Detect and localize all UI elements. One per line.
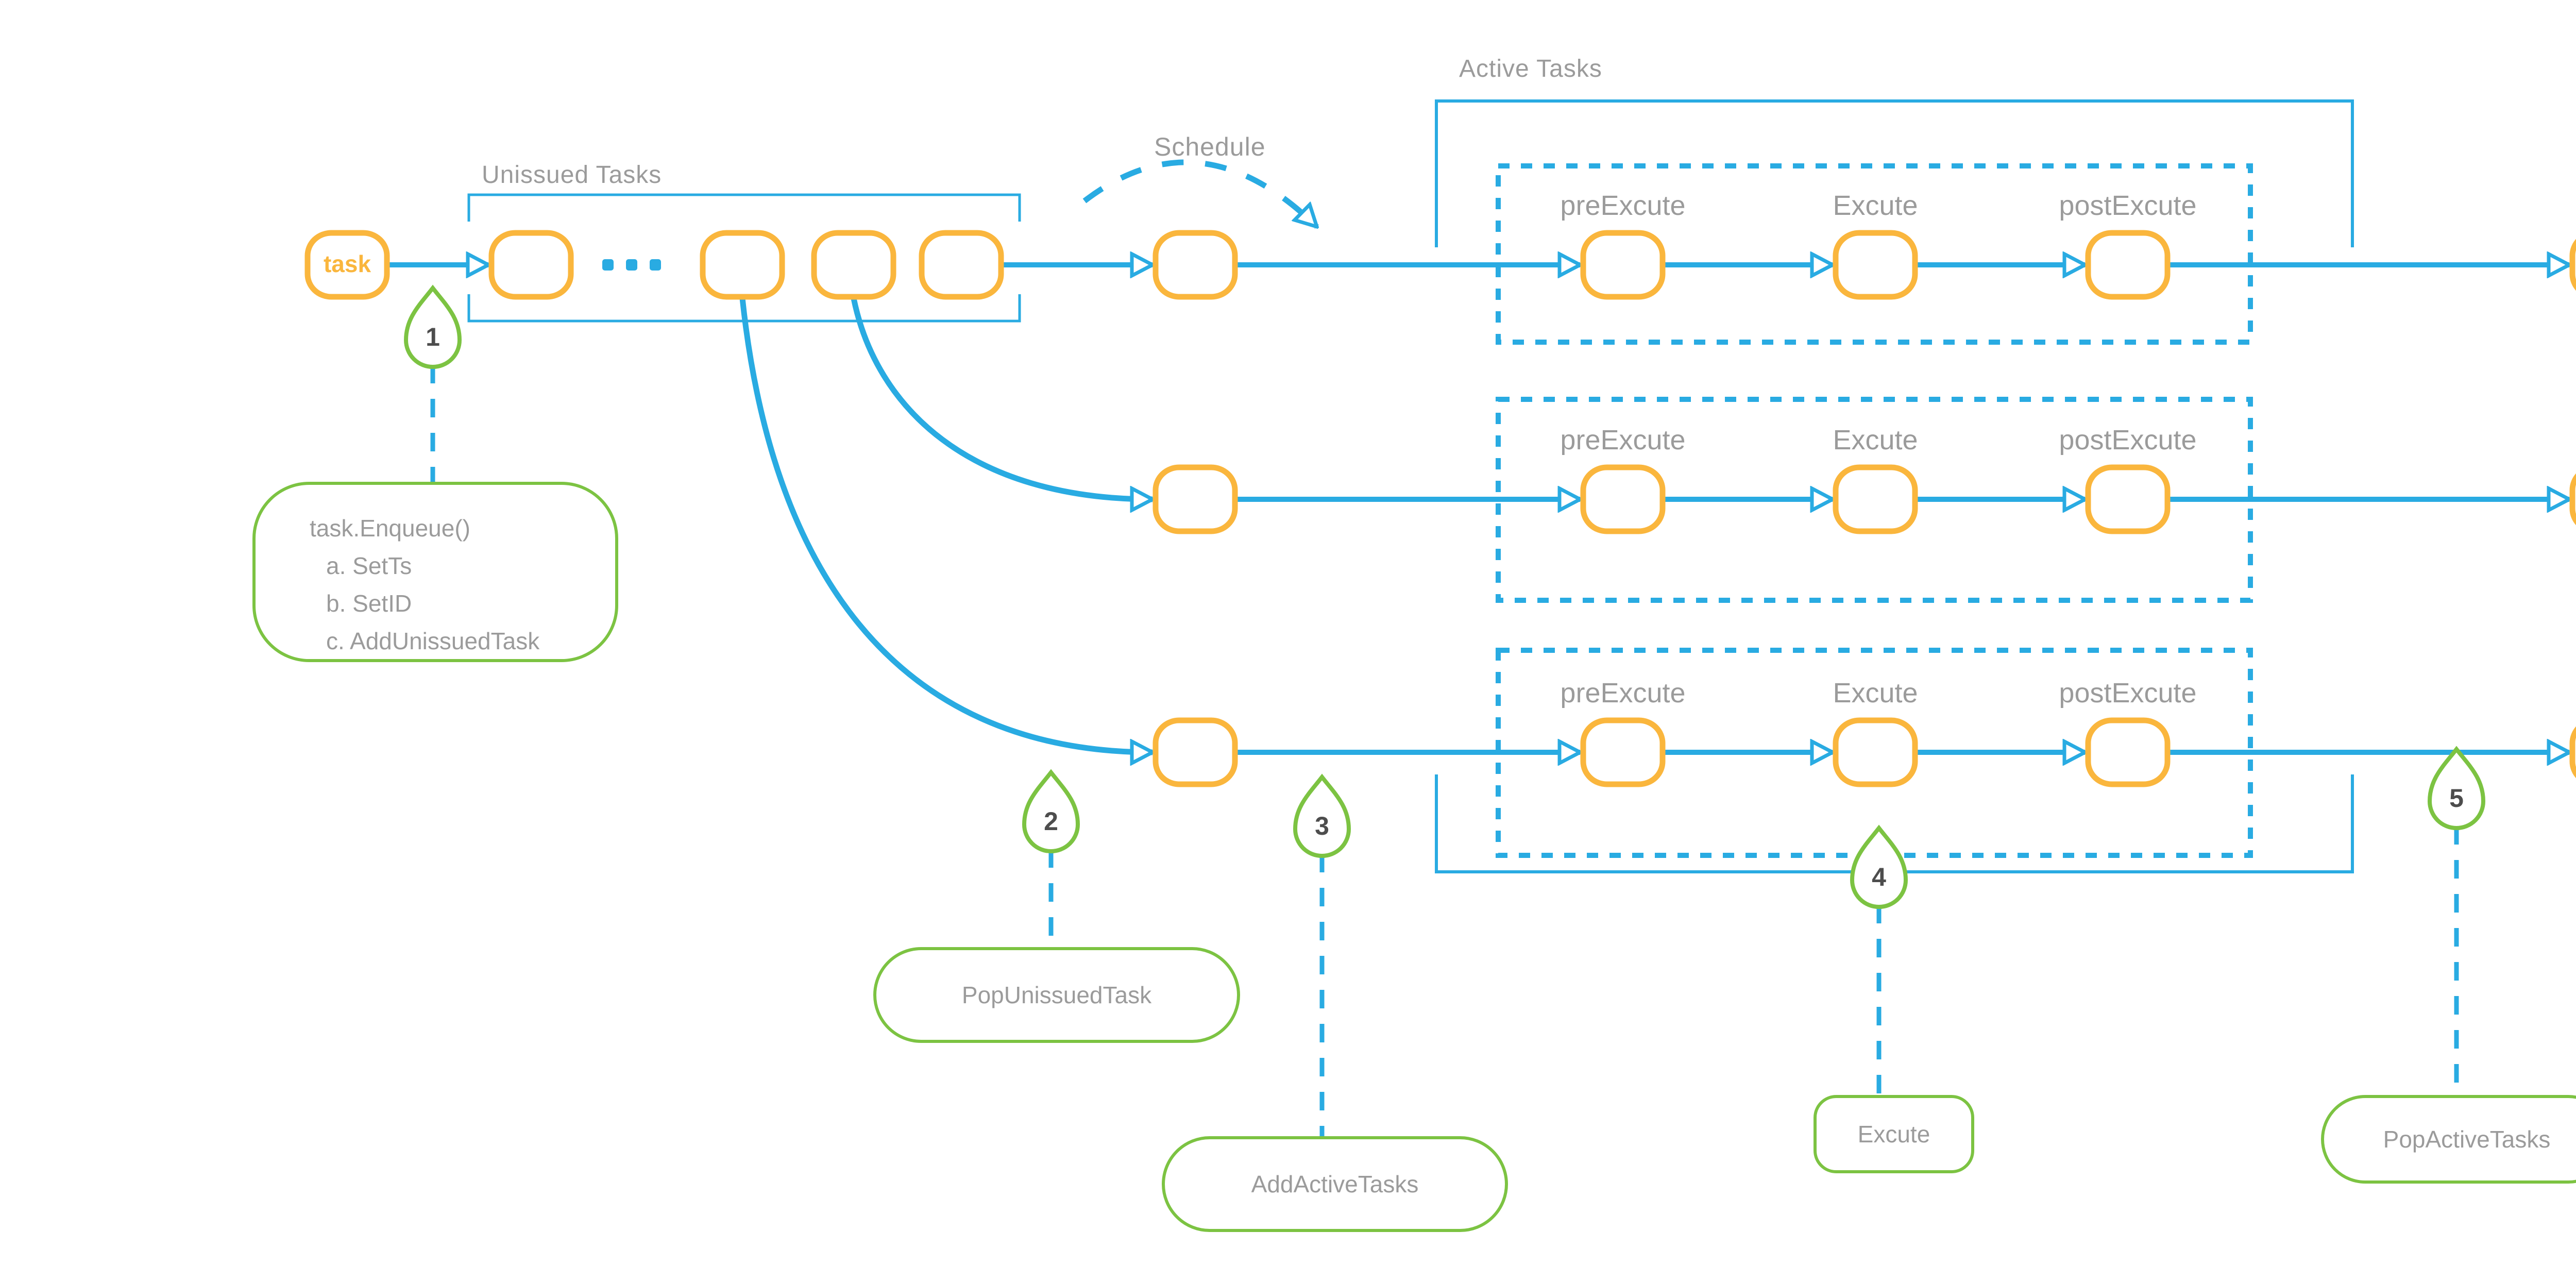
step-number-5: 5 <box>2449 783 2464 813</box>
post-excute-node <box>2085 717 2171 787</box>
done-node <box>2569 473 2576 526</box>
excute-node <box>1833 230 1918 300</box>
excute-label: Excute <box>1833 425 1918 456</box>
schedule-dashed-arc <box>1082 159 1317 227</box>
excute-node <box>1833 464 1918 534</box>
pre-excute-label: preExcute <box>1560 678 1686 709</box>
scheduled-node <box>1153 230 1238 300</box>
active-thread-boxes <box>1496 163 2253 858</box>
active-tasks-label: Active Tasks <box>1459 55 1602 82</box>
post-excute-node <box>2085 464 2171 534</box>
excute-node <box>1833 717 1918 787</box>
queue-node <box>488 230 574 300</box>
unissued-tasks-label: Unissued Tasks <box>482 161 662 189</box>
step-number-1: 1 <box>426 322 440 351</box>
scheduled-node <box>1153 464 1238 534</box>
post-excute-label: postExcute <box>2059 190 2197 221</box>
queue-node <box>811 230 896 300</box>
note-line: c. AddUnissuedTask <box>326 628 540 654</box>
excute-label: Excute <box>1833 190 1918 221</box>
step-markers <box>406 288 2483 907</box>
queue-node <box>919 230 1004 300</box>
queue-node <box>700 230 785 300</box>
pre-excute-node <box>1580 464 1666 534</box>
note-line: a. SetTs <box>326 552 412 579</box>
post-excute-node <box>2085 230 2171 300</box>
post-excute-label: postExcute <box>2059 678 2197 709</box>
enqueue-note-box: task.Enqueue() a. SetTs b. SetID c. AddU… <box>252 482 618 662</box>
task-node-label: task <box>323 250 371 277</box>
schedule-label: Schedule <box>1154 132 1266 161</box>
pre-excute-label: preExcute <box>1560 190 1686 221</box>
step-number-4: 4 <box>1872 862 1886 891</box>
task-node-ovals <box>304 230 2576 787</box>
marker-connectors <box>430 365 2459 1136</box>
excute-pill: Excute <box>1814 1095 1974 1173</box>
post-excute-label: postExcute <box>2059 425 2197 456</box>
step-number-3: 3 <box>1315 811 1329 840</box>
flow-arrows-row3 <box>739 298 2569 752</box>
pop-active-tasks-pill: PopActiveTasks <box>2321 1095 2576 1184</box>
note-line: task.Enqueue() <box>310 515 470 542</box>
pre-excute-node <box>1580 230 1666 300</box>
task-source-node <box>304 230 390 300</box>
done-node <box>2569 726 2576 779</box>
pop-unissued-task-pill: PopUnissuedTask <box>873 947 1240 1043</box>
note-line: b. SetID <box>326 590 412 617</box>
flow-arrows-row2 <box>851 297 2569 499</box>
step-number-2: 2 <box>1044 806 1058 836</box>
pre-excute-label: preExcute <box>1560 425 1686 456</box>
ellipsis-dots-icon <box>602 259 661 271</box>
excute-label: Excute <box>1833 678 1918 709</box>
pre-excute-node <box>1580 717 1666 787</box>
add-active-tasks-pill: AddActiveTasks <box>1162 1136 1508 1232</box>
done-node <box>2569 239 2576 291</box>
scheduled-node <box>1153 717 1238 787</box>
